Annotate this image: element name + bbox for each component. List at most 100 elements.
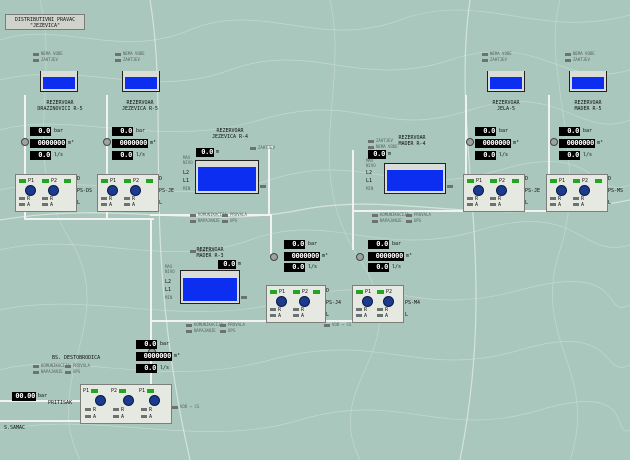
legend-nema-vode-3: NEMA VODE bbox=[482, 51, 512, 56]
reservoir-mader5-tank[interactable] bbox=[569, 71, 607, 92]
pump-station-ps-je[interactable]: P1 P2 R R A A bbox=[97, 174, 159, 212]
tank-l2-label: L2 bbox=[183, 170, 190, 176]
pump-station-ps-ms[interactable]: P1 P2 R R A A bbox=[546, 174, 608, 212]
legend-ups-4: UPS bbox=[65, 369, 80, 374]
tank-max-label: MAX bbox=[366, 158, 374, 163]
status-d: D bbox=[326, 288, 330, 294]
pump-station-bs[interactable]: P1 P2 P1 R R R A A A bbox=[80, 384, 172, 424]
led-tank bbox=[260, 183, 268, 188]
legend-komunikacija-2: KOMUNIKACIJA bbox=[372, 212, 409, 217]
legend-komunikacija: KOMUNIKACIJA bbox=[190, 212, 227, 217]
status-l: L bbox=[608, 200, 612, 206]
tank-nivo-label: NIVO bbox=[165, 269, 175, 274]
legend-nema-vode: NEMA VODE bbox=[33, 51, 63, 56]
legend-provala-2: PROVALA bbox=[406, 212, 431, 217]
status-d: D bbox=[525, 176, 529, 182]
tank-max-label: MAX bbox=[183, 155, 191, 160]
reservoir-mader4-tank[interactable] bbox=[384, 163, 446, 194]
unit-bar: bar bbox=[583, 128, 593, 134]
valve-icon[interactable] bbox=[103, 138, 111, 146]
pressure-display: 0.0 bbox=[368, 240, 389, 249]
unit-flow: l/s bbox=[160, 365, 170, 371]
pump-icon[interactable] bbox=[299, 296, 310, 307]
valve-icon[interactable] bbox=[356, 253, 364, 261]
volume-display: 0000000 bbox=[368, 252, 404, 261]
unit-bar: bar bbox=[499, 128, 509, 134]
pump-station-ps-m4[interactable]: P1 P2 R R A A bbox=[352, 285, 404, 323]
volume-display: 0000000 bbox=[284, 252, 320, 261]
tank-nivo-label: NIVO bbox=[366, 163, 376, 168]
pump-station-ps-j4[interactable]: P1 P2 R R A A bbox=[266, 285, 326, 323]
reservoir-jezevica5-tank[interactable] bbox=[122, 71, 160, 92]
legend-nema-vode-2: NEMA VODE bbox=[115, 51, 145, 56]
legend-napajanje: NAPAJANJE bbox=[190, 218, 220, 223]
page-title: DISTRIBUTIVNI PRAVAC "JEZEVICA" bbox=[5, 14, 85, 30]
pump-icon[interactable] bbox=[48, 185, 59, 196]
legend-zahtjev-5: ZAHTJEV bbox=[250, 145, 275, 150]
pump-icon[interactable] bbox=[95, 395, 106, 406]
pump-icon[interactable] bbox=[556, 185, 567, 196]
legend-ups-3: UPS bbox=[220, 328, 235, 333]
pressure-display: 0.0 bbox=[30, 127, 51, 136]
legend-zahtjev-7: ZAHTJEV bbox=[190, 248, 215, 253]
valve-icon[interactable] bbox=[466, 138, 474, 146]
legend-ups: UPS bbox=[222, 218, 237, 223]
unit-m: m bbox=[238, 261, 242, 267]
legend-napajanje-3: NAPAJANJE bbox=[186, 328, 216, 333]
pump-icon[interactable] bbox=[123, 395, 134, 406]
legend-komunikacija-4: KOMUNIKACIJA bbox=[33, 363, 70, 368]
station-label-ps-j4: PS-J4 bbox=[326, 300, 342, 306]
unit-m: m bbox=[388, 151, 392, 157]
legend-zahtjev-6: ZAHTJEV bbox=[368, 138, 393, 143]
status-d: D bbox=[608, 176, 612, 182]
reservoir-mader3-tank[interactable] bbox=[180, 270, 240, 304]
pump-station-ps-je-2[interactable]: P1 P2 R R A A bbox=[463, 174, 525, 212]
pump-icon[interactable] bbox=[579, 185, 590, 196]
legend-zahtjev-2: ZAHTJEV bbox=[115, 57, 140, 62]
reservoir-jezevica4-tank[interactable] bbox=[195, 160, 259, 194]
pump-icon[interactable] bbox=[362, 296, 373, 307]
unit-m: m bbox=[216, 149, 220, 155]
pump-icon[interactable] bbox=[473, 185, 484, 196]
unit-m3: m³ bbox=[406, 253, 413, 259]
legend-provala-4: PROVALA bbox=[65, 363, 90, 368]
unit-bar: bar bbox=[54, 128, 64, 134]
legend-vod-2: VOD → CS bbox=[172, 404, 199, 409]
volume-display: 0000000 bbox=[559, 139, 595, 148]
pump-icon[interactable] bbox=[276, 296, 287, 307]
pump-icon[interactable] bbox=[149, 395, 160, 406]
valve-icon[interactable] bbox=[550, 138, 558, 146]
unit-bar: bar bbox=[392, 241, 402, 247]
pump-station-ps-ds[interactable]: P1 P2 R R A A bbox=[15, 174, 77, 212]
pressure-display: 0.0 bbox=[112, 127, 133, 136]
tank-level-display: 0.0 bbox=[368, 150, 386, 159]
reservoir-jela5-tank[interactable] bbox=[487, 71, 525, 92]
valve-icon[interactable] bbox=[21, 138, 29, 146]
pump-icon[interactable] bbox=[130, 185, 141, 196]
unit-flow: l/s bbox=[308, 264, 318, 270]
flow-display: 0.0 bbox=[475, 151, 496, 160]
title-line2: "JEZEVICA" bbox=[29, 23, 61, 29]
station-label-ps-ds: PS-DS bbox=[77, 188, 93, 194]
valve-icon[interactable] bbox=[270, 253, 278, 261]
pump-icon[interactable] bbox=[107, 185, 118, 196]
unit-m3: m³ bbox=[322, 253, 329, 259]
pump-icon[interactable] bbox=[25, 185, 36, 196]
unit-m3: m³ bbox=[513, 140, 520, 146]
reservoir-drazinovici-tank[interactable] bbox=[40, 71, 78, 92]
pump-icon[interactable] bbox=[496, 185, 507, 196]
led-tank bbox=[241, 294, 249, 299]
unit-m3: m³ bbox=[150, 140, 157, 146]
status-l: L bbox=[405, 312, 409, 318]
legend-ups-2: UPS bbox=[406, 218, 421, 223]
pump-icon[interactable] bbox=[383, 296, 394, 307]
legend-nema-vode-6: NEMA VODE bbox=[368, 144, 398, 149]
legend-napajanje-2: NAPAJANJE bbox=[372, 218, 402, 223]
flow-display: 0.0 bbox=[284, 263, 305, 272]
pressure-display: 0.0 bbox=[284, 240, 305, 249]
legend-komunikacija-3: KOMUNIKACIJA bbox=[186, 322, 223, 327]
unit-bar: bar bbox=[308, 241, 318, 247]
